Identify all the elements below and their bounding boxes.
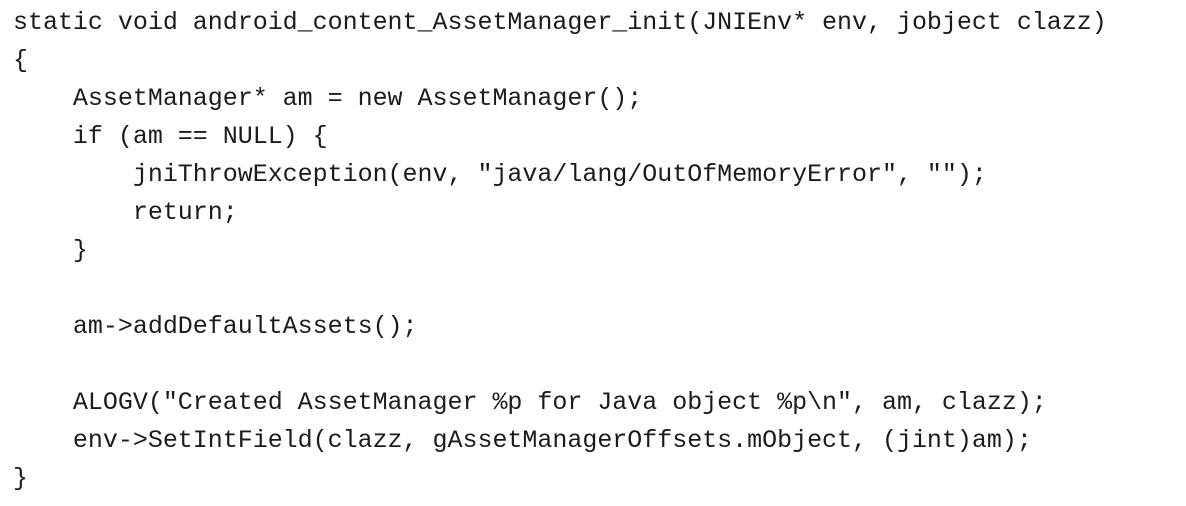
code-line-blank xyxy=(13,270,1107,308)
code-line-blank xyxy=(13,346,1107,384)
code-line: ALOGV("Created AssetManager %p for Java … xyxy=(13,388,1047,417)
code-line: env->SetIntField(clazz, gAssetManagerOff… xyxy=(13,426,1032,455)
code-line: return; xyxy=(13,198,238,227)
code-block: static void android_content_AssetManager… xyxy=(13,4,1107,498)
code-line: static void android_content_AssetManager… xyxy=(13,8,1107,37)
code-line: jniThrowException(env, "java/lang/OutOfM… xyxy=(13,160,987,189)
code-line: { xyxy=(13,46,28,75)
code-line: am->addDefaultAssets(); xyxy=(13,312,418,341)
code-line: } xyxy=(13,464,28,493)
code-line: AssetManager* am = new AssetManager(); xyxy=(13,84,643,113)
code-line: } xyxy=(13,236,88,265)
code-line: if (am == NULL) { xyxy=(13,122,328,151)
